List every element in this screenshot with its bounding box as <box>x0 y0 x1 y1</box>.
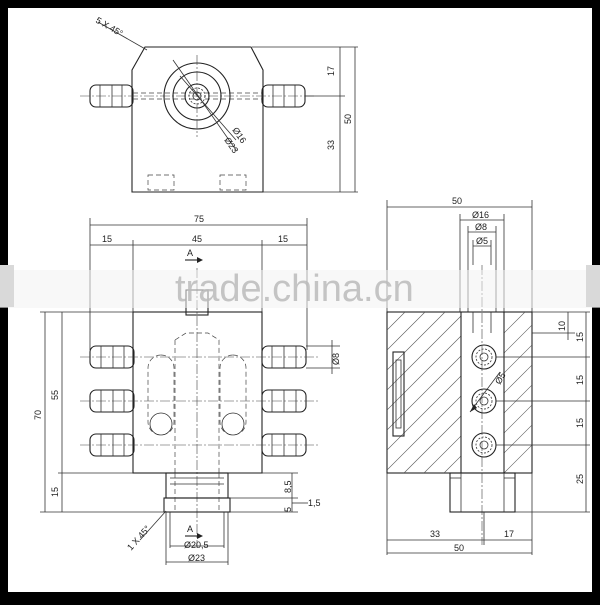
side-dim-15-c: 15 <box>575 418 585 428</box>
front-dia-20-5: Ø20,5 <box>184 540 209 550</box>
top-dim-50: 50 <box>343 114 353 124</box>
front-bottom-thread <box>163 497 231 513</box>
side-dim-50-bottom: 50 <box>454 543 464 553</box>
front-dim-70: 70 <box>33 410 43 420</box>
side-dim-15-b: 15 <box>575 375 585 385</box>
side-dim-10: 10 <box>557 321 567 331</box>
top-dim-17: 17 <box>326 66 336 76</box>
side-dia-16: Ø16 <box>472 210 489 220</box>
side-dia-5-top: Ø5 <box>476 236 488 246</box>
top-view: Ø16 Ø23 5 X 45° 17 33 50 <box>80 15 358 193</box>
side-bottom-spigot <box>449 472 516 513</box>
front-dim-15-left: 15 <box>102 234 112 244</box>
front-dim-15-bottom: 15 <box>50 487 60 497</box>
left-slot <box>147 354 175 436</box>
front-dia-8: Ø8 <box>331 353 341 365</box>
central-bore-hidden <box>174 332 220 473</box>
side-dim-25: 25 <box>575 474 585 484</box>
front-dia-23: Ø23 <box>188 553 205 563</box>
side-dim-33: 33 <box>430 529 440 539</box>
front-view: 75 15 45 15 A <box>33 214 341 565</box>
right-slot <box>219 354 247 436</box>
left-slot-hidden <box>147 174 175 191</box>
front-dim-55: 55 <box>50 390 60 400</box>
watermark-text: trade.china.cn <box>175 268 414 310</box>
section-marker-bottom: A <box>187 524 193 534</box>
watermark-band: trade.china.cn <box>0 265 600 310</box>
side-ports <box>471 344 497 458</box>
front-dim-8-5: 8,5 <box>283 480 293 493</box>
side-dim-17: 17 <box>504 529 514 539</box>
front-dim-1-5: 1,5 <box>308 498 321 508</box>
section-marker-top: A <box>187 248 193 258</box>
side-dim-50-top: 50 <box>452 196 462 206</box>
front-dim-45: 45 <box>192 234 202 244</box>
side-dim-15-a: 15 <box>575 332 585 342</box>
side-slot <box>392 351 405 437</box>
right-slot-hidden <box>219 174 247 191</box>
front-dim-75: 75 <box>194 214 204 224</box>
front-dim-15-right: 15 <box>278 234 288 244</box>
front-dim-5: 5 <box>283 507 293 512</box>
top-dim-33: 33 <box>326 140 336 150</box>
side-dia-8: Ø8 <box>475 222 487 232</box>
